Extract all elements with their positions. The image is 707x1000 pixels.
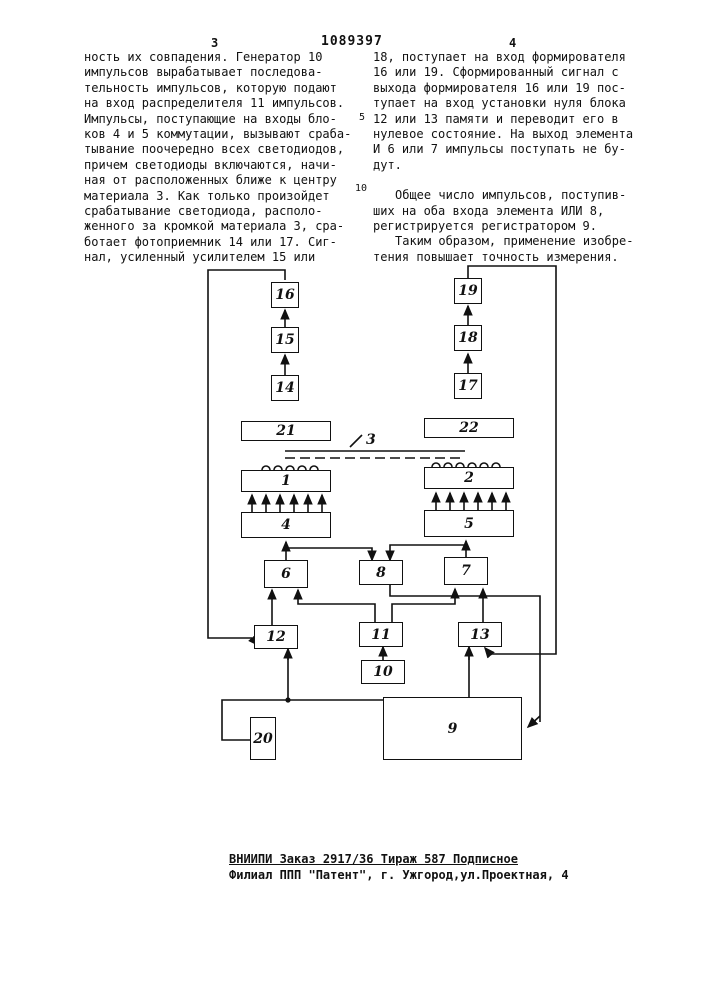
block-15-amplifier: 15 [271,327,299,353]
block-10-generator: 10 [361,660,405,684]
block-9-recorder: 9 [383,697,522,760]
block-12-memory: 12 [254,625,298,649]
block-22: 22 [424,418,514,438]
block-16-shaper: 16 [271,282,299,308]
block-4-commutator: 4 [241,512,331,538]
block-1-led-bank: 1 [241,470,331,492]
block-20: 20 [250,717,276,760]
block-2-led-bank: 2 [424,467,514,489]
block-13-memory: 13 [458,622,502,647]
footer-line-1: ВНИИПИ Заказ 2917/36 Тираж 587 Подписное [229,852,569,866]
block-18-amplifier: 18 [454,325,482,351]
block-5-commutator: 5 [424,510,514,537]
block-14-photoreceiver: 14 [271,375,299,401]
block-21: 21 [241,421,331,441]
block-11-distributor: 11 [359,622,403,647]
footer-imprint: ВНИИПИ Заказ 2917/36 Тираж 587 Подписное… [229,852,569,882]
material-3-label: 3 [366,432,376,448]
block-7-and-gate: 7 [444,557,488,585]
block-19-shaper: 19 [454,278,482,304]
block-6-and-gate: 6 [264,560,308,588]
block-17-photoreceiver: 17 [454,373,482,399]
footer-line-2: Филиал ППП "Патент", г. Ужгород,ул.Проек… [229,868,569,882]
block-8-or-gate: 8 [359,560,403,585]
